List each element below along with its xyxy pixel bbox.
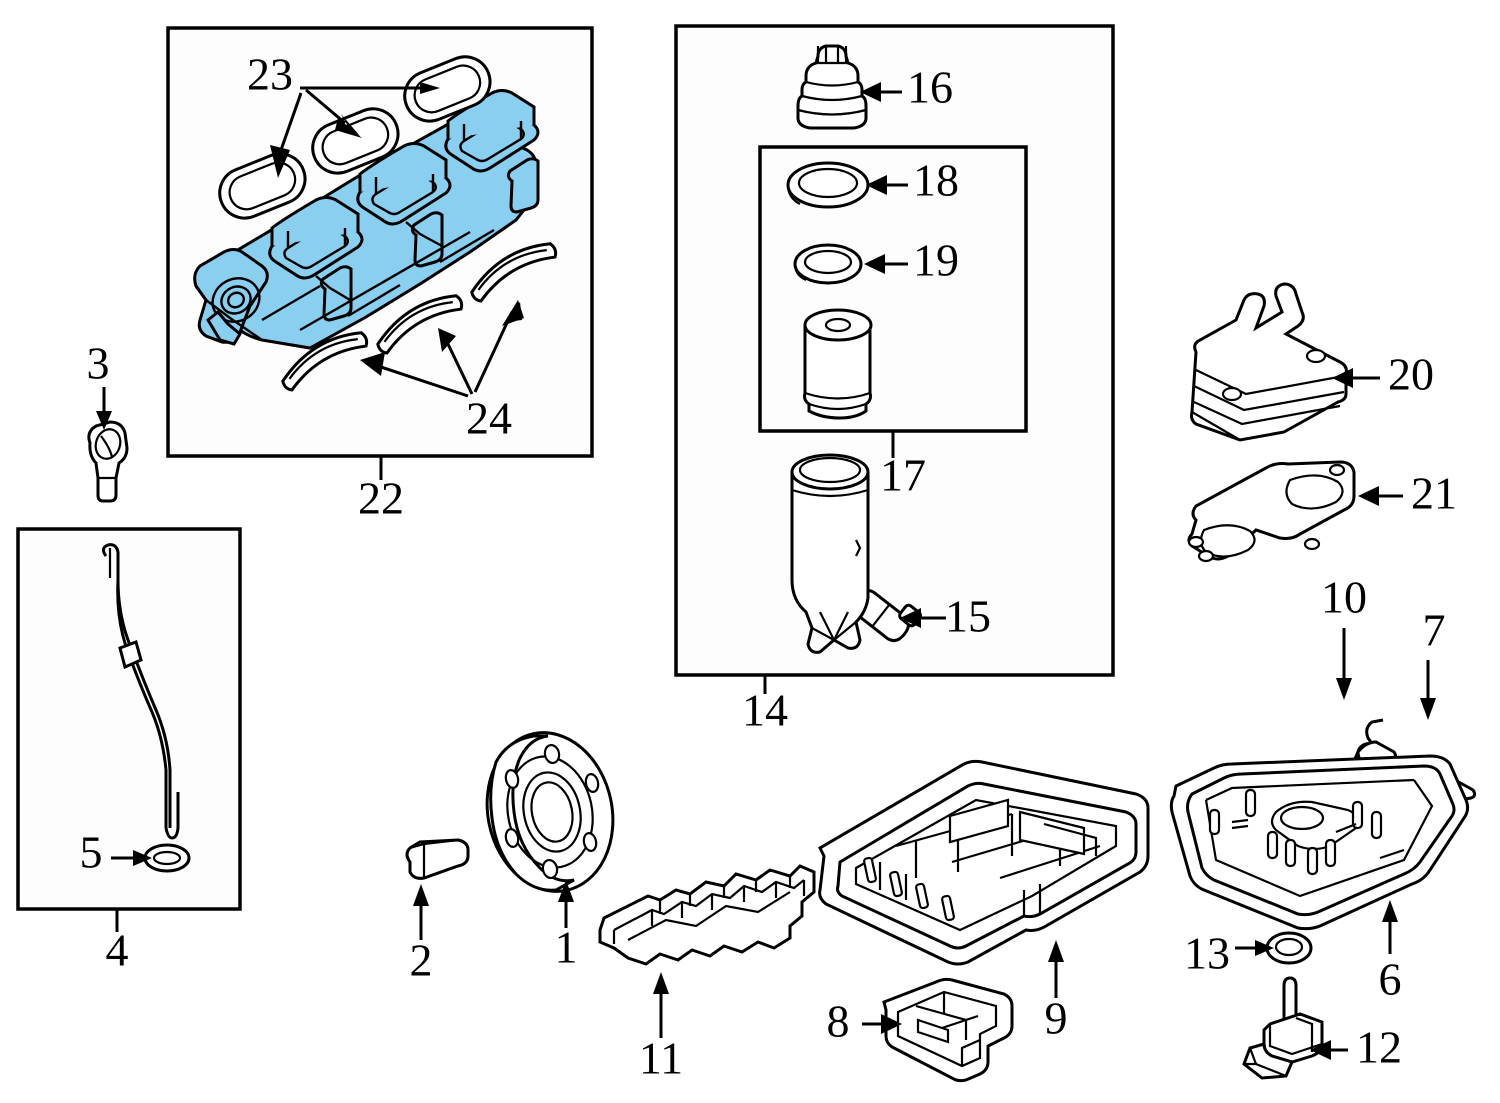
- part-oil-pan-bracket-8: [882, 977, 1014, 1083]
- callout-label-16: 16: [907, 62, 953, 113]
- part-flywheel-flange-1: [485, 731, 615, 893]
- callout-arrow-12: [1310, 1040, 1348, 1060]
- part-dipstick-guide-tube-4: [101, 543, 180, 840]
- callout-label-24: 24: [466, 393, 512, 444]
- callout-label-21: 21: [1411, 468, 1457, 519]
- part-bolt-2: [405, 838, 470, 880]
- callout-label-4: 4: [106, 925, 129, 976]
- callout-arrow-21: [1358, 486, 1403, 506]
- callout-arrow-8: [862, 1014, 902, 1034]
- callout-arrow-20: [1332, 368, 1380, 388]
- part-intake-manifold: [193, 89, 540, 350]
- callout-label-8: 8: [827, 996, 850, 1047]
- callout-arrow-18: [866, 175, 908, 195]
- callout-label-12: 12: [1356, 1022, 1402, 1073]
- part-dipstick-handle-3: [87, 420, 129, 503]
- part-oil-filter-element-17: [803, 308, 873, 420]
- callout-arrow-9: [1048, 940, 1064, 998]
- callout-label-23: 23: [247, 49, 293, 100]
- callout-label-6: 6: [1379, 954, 1402, 1005]
- callout-arrow-1: [558, 880, 574, 928]
- callout-arrow-7: [1420, 660, 1436, 720]
- callout-arrow-6: [1382, 900, 1398, 954]
- part-oil-baffle-plate-11: [598, 864, 816, 966]
- callout-label-7: 7: [1423, 605, 1446, 656]
- callout-arrow-2: [413, 884, 429, 940]
- callout-label-10: 10: [1321, 572, 1367, 623]
- group-box-4: [16, 527, 242, 911]
- part-intake-gaskets-23: [218, 55, 492, 220]
- callout-arrow-3: [96, 387, 112, 430]
- callout-arrows-23: [270, 82, 440, 178]
- part-oil-drain-plug-12: [1242, 976, 1324, 1080]
- part-oil-filter-cap-16: [796, 44, 868, 130]
- callout-label-2: 2: [410, 935, 433, 986]
- callout-label-11: 11: [639, 1033, 683, 1084]
- part-o-ring-18: [786, 161, 870, 209]
- callout-label-22: 22: [358, 473, 404, 524]
- part-oil-cooler-20: [1190, 282, 1348, 442]
- callout-arrow-19: [864, 254, 908, 274]
- callout-label-18: 18: [913, 155, 959, 206]
- part-oil-cooler-gasket-21: [1187, 460, 1356, 563]
- callout-arrows-24: [360, 300, 524, 398]
- part-oil-filter-housing-14: [790, 453, 870, 654]
- callout-arrow-15: [900, 608, 946, 628]
- callout-label-20: 20: [1388, 349, 1434, 400]
- callout-label-19: 19: [913, 235, 959, 286]
- callout-label-14: 14: [742, 685, 788, 736]
- callout-arrow-11: [653, 972, 669, 1038]
- callout-arrow-10: [1336, 628, 1352, 700]
- callout-arrow-13: [1235, 940, 1274, 956]
- callout-label-17: 17: [880, 450, 926, 501]
- callout-arrow-16: [860, 82, 902, 102]
- part-lower-oil-pan-6: [1169, 754, 1470, 931]
- callout-label-15: 15: [945, 591, 991, 642]
- callout-label-9: 9: [1045, 993, 1068, 1044]
- callout-label-5: 5: [80, 827, 103, 878]
- part-port-seals-24: [281, 242, 558, 392]
- callout-label-3: 3: [87, 338, 110, 389]
- callout-label-13: 13: [1184, 928, 1230, 979]
- callout-label-1: 1: [555, 922, 578, 973]
- part-upper-oil-pan-9: [818, 759, 1150, 966]
- callout-arrow-5: [111, 850, 152, 866]
- part-o-ring-19: [793, 243, 863, 285]
